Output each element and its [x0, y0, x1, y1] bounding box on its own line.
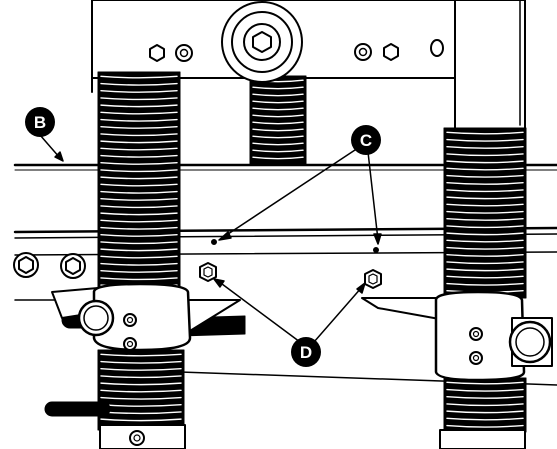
rail-bolt-left-2	[60, 253, 86, 279]
top-pulley	[221, 1, 303, 83]
d-nut-right-inner	[368, 273, 378, 285]
carriage-nut-left-top	[149, 44, 165, 62]
left-clamp-assembly	[44, 282, 246, 417]
center-spring	[249, 75, 307, 165]
left-lower-spring	[97, 349, 185, 431]
right-lower-stand	[439, 429, 526, 449]
callout-d: D	[291, 337, 321, 367]
left-lower-stand	[99, 424, 186, 449]
callout-c: C	[351, 125, 381, 155]
left-upper-spring	[97, 71, 181, 293]
callout-b: B	[25, 107, 55, 137]
leader-c-left	[221, 149, 356, 239]
d-nut-left-inner	[203, 266, 213, 278]
rail-bolt-left-1	[13, 252, 39, 278]
carriage-hole-right-top	[430, 39, 444, 57]
rail-hole-right	[373, 247, 379, 253]
leader-b	[39, 134, 61, 159]
right-clamp-assembly	[361, 290, 553, 382]
right-upper-spring	[443, 127, 527, 299]
carriage-nut-right-top	[383, 43, 399, 61]
carriage-washer-right-top	[354, 43, 372, 61]
leader-d-right	[313, 286, 363, 343]
leader-d-left	[217, 280, 301, 343]
callout-d-label: D	[300, 343, 312, 362]
leader-c-right	[367, 151, 379, 241]
right-lower-spring	[443, 377, 527, 433]
arrowhead-b	[54, 151, 64, 162]
callout-c-label: C	[360, 131, 372, 150]
rail-hole-left	[211, 239, 217, 245]
leader-lines	[39, 134, 382, 343]
arrowhead-d-right	[356, 282, 366, 294]
carriage-washer-left-top	[175, 44, 193, 62]
arrowhead-d-left	[213, 278, 225, 288]
callout-b-label: B	[34, 113, 46, 132]
arrowhead-c-right	[373, 233, 382, 245]
arrowhead-c-left	[218, 231, 232, 241]
